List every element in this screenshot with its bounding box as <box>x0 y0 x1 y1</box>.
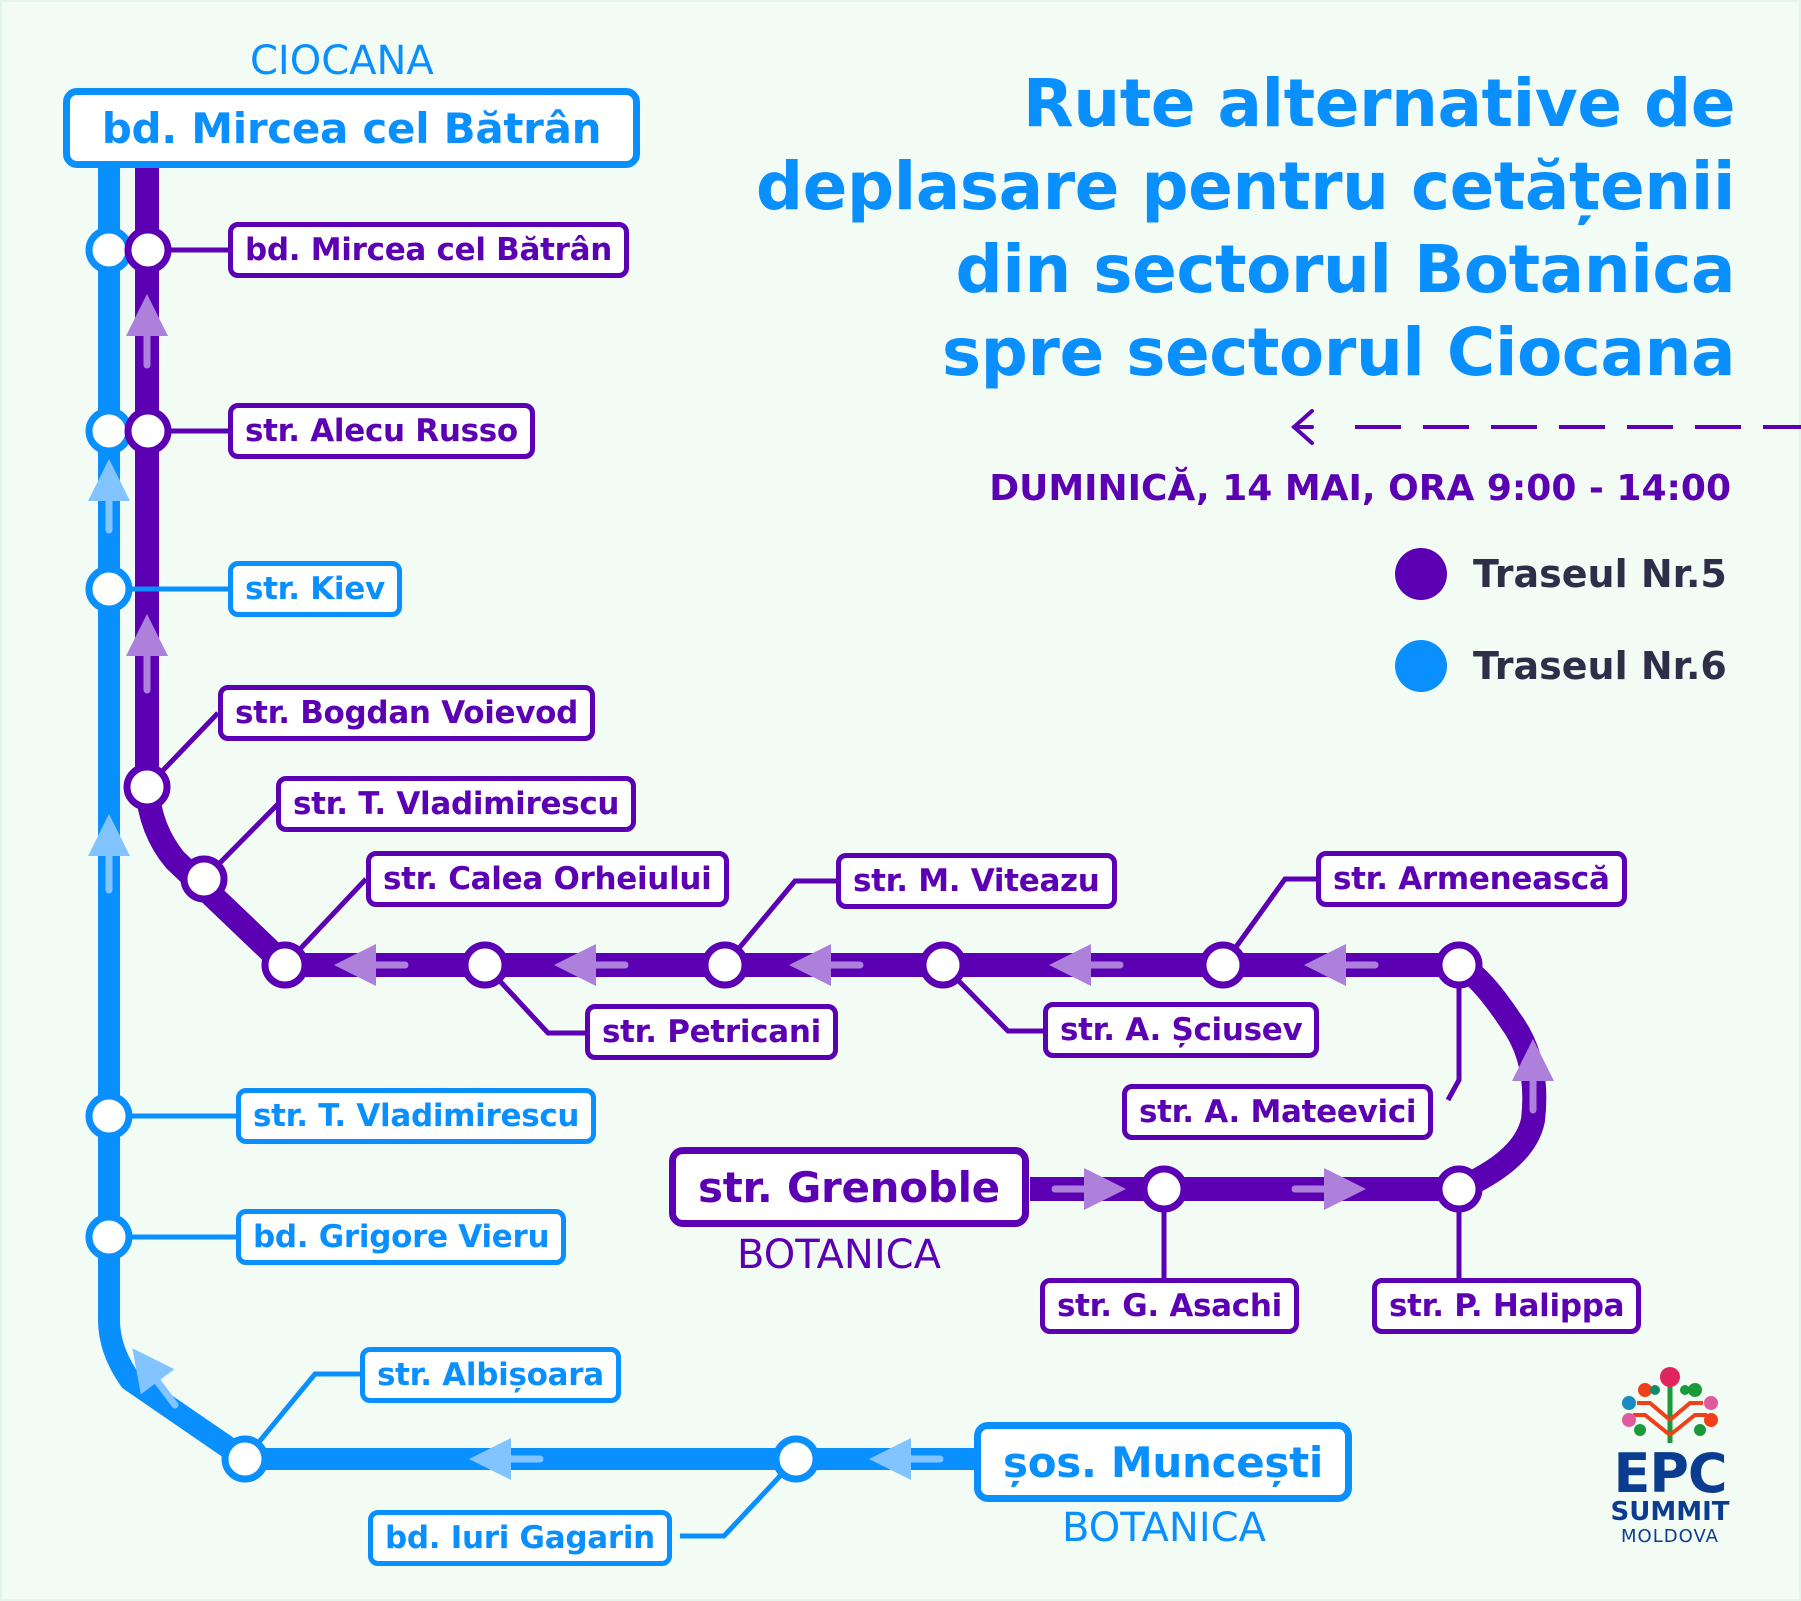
stop-label: str. Calea Orheiului <box>366 851 729 907</box>
route6-start-sector: BOTANICA <box>1062 1505 1266 1551</box>
dashed-arrow <box>1290 409 1801 445</box>
route5-line <box>135 165 1547 1201</box>
legend-label: Traseul Nr.5 <box>1473 552 1727 596</box>
stop-label: str. Kiev <box>228 561 402 617</box>
route6-stop-nodes <box>85 226 820 1483</box>
route6-legend-dot <box>1395 640 1447 692</box>
stop-label: str. G. Asachi <box>1040 1278 1299 1334</box>
title-line-3: din sectorul Botanica <box>955 231 1735 308</box>
stop-label: str. P. Halippa <box>1372 1278 1642 1334</box>
stop-label: str. Alecu Russo <box>228 403 535 459</box>
stop-label: str. T. Vladimirescu <box>276 776 637 832</box>
stop-label: bd. Grigore Vieru <box>236 1209 567 1265</box>
stop-label: str. A. Mateevici <box>1122 1084 1434 1140</box>
logo-summit: SUMMIT <box>1610 1497 1730 1527</box>
legend-label: Traseul Nr.6 <box>1473 644 1727 688</box>
title-line-2: deplasare pentru cetățenii <box>755 148 1736 225</box>
route5-start-terminal: str. Grenoble <box>669 1147 1029 1227</box>
title-line-4: spre sectorul Ciocana <box>941 314 1736 391</box>
route5-legend-dot <box>1395 548 1447 600</box>
route5-start-sector: BOTANICA <box>737 1232 941 1278</box>
legend-item-route5: Traseul Nr.5 <box>1395 548 1727 600</box>
route5-stop-nodes <box>123 226 1483 1213</box>
logo-epc: EPC <box>1613 1442 1727 1505</box>
tree-emblem-icon <box>1622 1367 1718 1443</box>
legend-item-route6: Traseul Nr.6 <box>1395 640 1727 692</box>
route5-direction-arrows <box>126 294 1554 1210</box>
stop-label: str. Bogdan Voievod <box>218 685 596 741</box>
title-line-1: Rute alternative de <box>1022 65 1736 142</box>
route6-line <box>98 165 980 1470</box>
epc-summit-logo: EPC SUMMIT MOLDOVA <box>1600 1365 1740 1549</box>
logo-moldova: MOLDOVA <box>1621 1526 1719 1547</box>
page-title: Rute alternative de deplasare pentru cet… <box>755 62 1736 394</box>
route6-start-terminal: șos. Muncești <box>974 1422 1352 1502</box>
stop-label: str. M. Viteazu <box>836 853 1117 909</box>
destination-terminal: bd. Mircea cel Bătrân <box>63 88 640 168</box>
stop-label: str. T. Vladimirescu <box>236 1088 597 1144</box>
stop-label: str. Armenească <box>1316 851 1627 907</box>
stop-label: str. Petricani <box>585 1004 838 1060</box>
stop-label: str. Albișoara <box>360 1347 621 1403</box>
date-time: DUMINICĂ, 14 MAI, ORA 9:00 - 14:00 <box>989 468 1731 509</box>
route6-direction-arrows <box>88 459 944 1480</box>
destination-sector: CIOCANA <box>250 38 434 84</box>
stop-label: bd. Iuri Gagarin <box>368 1510 672 1566</box>
stop-label: bd. Mircea cel Bătrân <box>228 222 629 278</box>
stop-label: str. A. Șciusev <box>1043 1002 1320 1058</box>
